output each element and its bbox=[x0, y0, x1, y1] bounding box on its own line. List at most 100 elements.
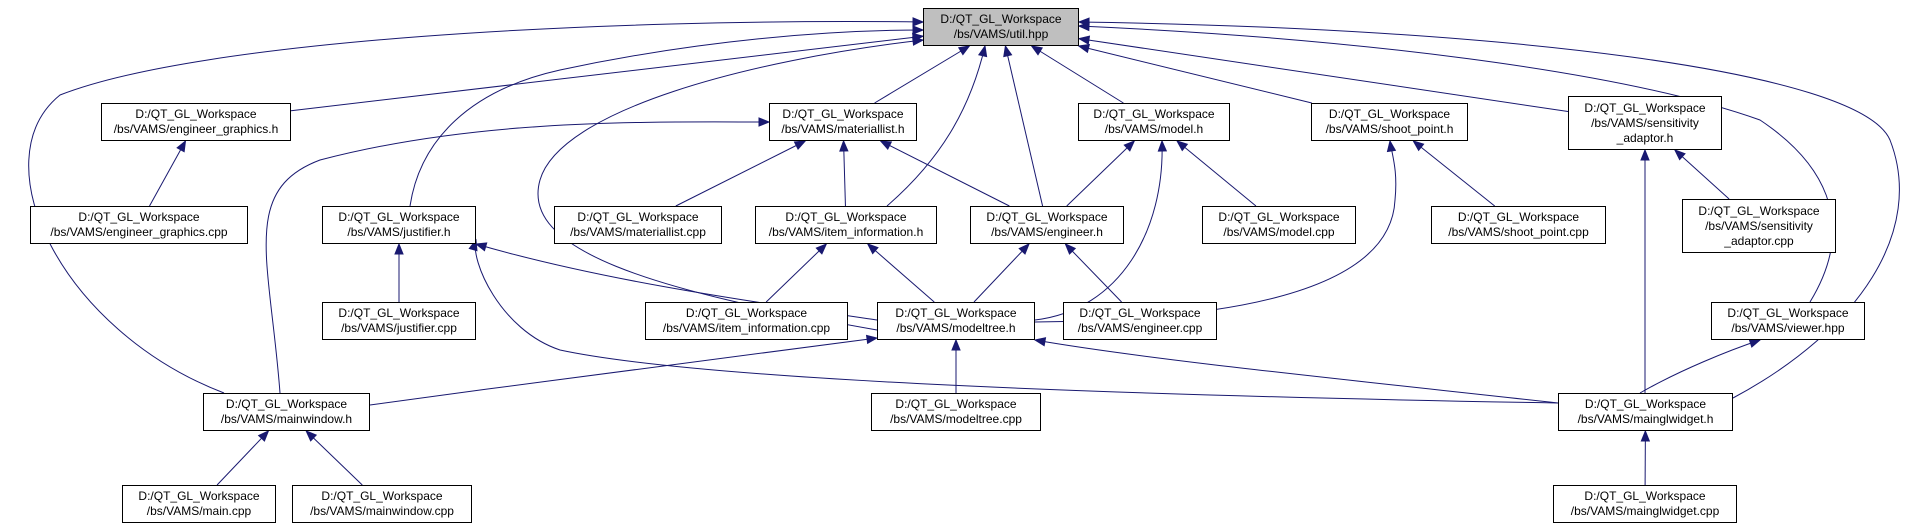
node-label-line: _adaptor.cpp bbox=[1724, 233, 1794, 248]
node-label-line: /bs/VAMS/materiallist.cpp bbox=[570, 225, 706, 239]
edge-engineer_h-to-util bbox=[1003, 44, 1044, 207]
node-label-line: /bs/VAMS/modeltree.h bbox=[896, 321, 1016, 335]
node-label-line: D:/QT_GL_Workspace bbox=[1079, 306, 1201, 320]
node-label-line: D:/QT_GL_Workspace bbox=[1093, 107, 1215, 121]
edge-item_information_h-to-materiallist_h bbox=[839, 139, 849, 207]
node-label-line: /bs/VAMS/viewer.hpp bbox=[1731, 321, 1845, 335]
edge-engineer_graphics_cpp-to-engineer_graphics_h bbox=[149, 139, 187, 207]
node-sensitivity-adaptor-cpp[interactable]: D:/QT_GL_Workspace/bs/VAMS/sensitivity_a… bbox=[1682, 199, 1836, 253]
node-item-information-cpp[interactable]: D:/QT_GL_Workspace/bs/VAMS/item_informat… bbox=[645, 302, 848, 340]
node-shoot-point-h[interactable]: D:/QT_GL_Workspace/bs/VAMS/shoot_point.h bbox=[1311, 103, 1468, 141]
node-mainwindow-cpp[interactable]: D:/QT_GL_Workspace/bs/VAMS/mainwindow.cp… bbox=[292, 485, 472, 523]
node-label-line: D:/QT_GL_Workspace bbox=[78, 210, 200, 224]
edge-mainwindow_h-to-util bbox=[28, 17, 925, 394]
node-label-line: /bs/VAMS/main.cpp bbox=[146, 504, 252, 518]
node-label-line: /bs/VAMS/shoot_point.h bbox=[1325, 122, 1454, 136]
node-label-line: D:/QT_GL_Workspace bbox=[577, 210, 699, 224]
node-label-line: /bs/VAMS/materiallist.h bbox=[781, 122, 905, 136]
node-label-line: /bs/VAMS/engineer_graphics.cpp bbox=[50, 225, 228, 239]
node-label-line: /bs/VAMS/modeltree.cpp bbox=[890, 412, 1022, 426]
node-model-h[interactable]: D:/QT_GL_Workspace/bs/VAMS/model.h bbox=[1078, 103, 1230, 141]
edge-justifier_cpp-to-justifier_h bbox=[394, 242, 404, 302]
node-label-line: D:/QT_GL_Workspace bbox=[895, 397, 1017, 411]
node-viewer-hpp[interactable]: D:/QT_GL_Workspace/bs/VAMS/viewer.hpp bbox=[1711, 302, 1865, 340]
node-label-line: _adaptor.h bbox=[1616, 130, 1674, 145]
node-label-line: /bs/VAMS/engineer.h bbox=[991, 225, 1103, 239]
node-item-information-h[interactable]: D:/QT_GL_Workspace/bs/VAMS/item_informat… bbox=[755, 206, 937, 244]
node-label-line: /bs/VAMS/engineer.cpp bbox=[1077, 321, 1203, 335]
edge-materiallist_cpp-to-materiallist_h bbox=[675, 140, 807, 207]
node-materiallist-h[interactable]: D:/QT_GL_Workspace/bs/VAMS/materiallist.… bbox=[769, 103, 917, 141]
node-label-line: /bs/VAMS/mainglwidget.h bbox=[1577, 412, 1714, 426]
edge-modeltree_h-to-item_information_h bbox=[866, 243, 935, 303]
node-label-line: D:/QT_GL_Workspace bbox=[895, 306, 1017, 320]
node-label-line: D:/QT_GL_Workspace bbox=[1457, 210, 1580, 224]
edge-sensitivity_adaptor_h-to-util bbox=[1077, 35, 1569, 113]
edge-mainglwidget_h-to-sensitivity_adaptor_h bbox=[1640, 148, 1650, 393]
edge-mainglwidget_cpp-to-mainglwidget_h bbox=[1640, 429, 1651, 486]
node-engineer-graphics-h[interactable]: D:/QT_GL_Workspace/bs/VAMS/engineer_grap… bbox=[101, 103, 291, 141]
node-label-line: /bs/VAMS/justifier.cpp bbox=[341, 321, 457, 335]
edge-mainglwidget_h-to-util bbox=[1077, 17, 1900, 399]
node-label-line: D:/QT_GL_Workspace bbox=[1328, 107, 1451, 121]
edge-justifier_h-to-util bbox=[409, 25, 925, 207]
node-justifier-cpp[interactable]: D:/QT_GL_Workspace/bs/VAMS/justifier.cpp bbox=[322, 302, 476, 340]
node-label-line: D:/QT_GL_Workspace bbox=[338, 306, 460, 320]
edge-modeltree_h-to-util bbox=[537, 36, 925, 331]
node-sensitivity-adaptor-h[interactable]: D:/QT_GL_Workspace/bs/VAMS/sensitivity_a… bbox=[1568, 96, 1722, 150]
edge-mainwindow_h-to-materiallist_h bbox=[265, 117, 771, 394]
node-main-cpp[interactable]: D:/QT_GL_Workspace/bs/VAMS/main.cpp bbox=[122, 485, 276, 523]
node-modeltree-cpp[interactable]: D:/QT_GL_Workspace/bs/VAMS/modeltree.cpp bbox=[871, 393, 1041, 431]
node-label-line: D:/QT_GL_Workspace bbox=[338, 210, 460, 224]
node-label-line: /bs/VAMS/shoot_point.cpp bbox=[1448, 225, 1589, 239]
node-label-line: /bs/VAMS/justifier.h bbox=[347, 225, 451, 239]
edge-modeltree_h-to-engineer_h bbox=[973, 243, 1030, 303]
node-label-line: D:/QT_GL_Workspace bbox=[1727, 306, 1849, 320]
node-label-line: D:/QT_GL_Workspace bbox=[225, 397, 348, 411]
node-model-cpp[interactable]: D:/QT_GL_Workspace/bs/VAMS/model.cpp bbox=[1202, 206, 1356, 244]
edge-main_cpp-to-mainwindow_h bbox=[216, 430, 270, 486]
node-materiallist-cpp[interactable]: D:/QT_GL_Workspace/bs/VAMS/materiallist.… bbox=[554, 206, 722, 244]
node-label-line: D:/QT_GL_Workspace bbox=[1584, 397, 1707, 411]
node-mainwindow-h[interactable]: D:/QT_GL_Workspace/bs/VAMS/mainwindow.h bbox=[203, 393, 370, 431]
node-label-line: D:/QT_GL_Workspace bbox=[785, 210, 907, 224]
edge-shoot_point_h-to-util bbox=[1077, 43, 1312, 104]
node-label-line: /bs/VAMS/item_information.cpp bbox=[662, 321, 831, 335]
node-label-line: D:/QT_GL_Workspace bbox=[138, 489, 260, 503]
edge-mainwindow_cpp-to-mainwindow_h bbox=[305, 430, 363, 486]
node-util[interactable]: D:/QT_GL_Workspace/bs/VAMS/util.hpp bbox=[923, 8, 1079, 46]
node-engineer-cpp[interactable]: D:/QT_GL_Workspace/bs/VAMS/engineer.cpp bbox=[1063, 302, 1217, 340]
node-label-line: /bs/VAMS/engineer_graphics.h bbox=[113, 122, 279, 136]
node-label-line: D:/QT_GL_Workspace bbox=[1584, 489, 1706, 503]
edge-engineer_h-to-model_h bbox=[1066, 140, 1136, 207]
edge-viewer_hpp-to-util bbox=[1077, 21, 1834, 303]
node-mainglwidget-h[interactable]: D:/QT_GL_Workspace/bs/VAMS/mainglwidget.… bbox=[1558, 393, 1733, 431]
node-label-line: /bs/VAMS/mainglwidget.cpp bbox=[1570, 504, 1720, 518]
node-modeltree-h[interactable]: D:/QT_GL_Workspace/bs/VAMS/modeltree.h bbox=[877, 302, 1035, 340]
edge-model_cpp-to-model_h bbox=[1176, 140, 1257, 207]
edge-item_information_h-to-util bbox=[886, 44, 988, 207]
node-label-line: /bs/VAMS/mainwindow.cpp bbox=[310, 504, 454, 518]
node-label-line: /bs/VAMS/mainwindow.h bbox=[220, 412, 353, 426]
node-mainglwidget-cpp[interactable]: D:/QT_GL_Workspace/bs/VAMS/mainglwidget.… bbox=[1553, 485, 1737, 523]
edge-mainglwidget_h-to-modeltree_h bbox=[1033, 337, 1559, 404]
edge-mainglwidget_h-to-viewer_hpp bbox=[1639, 338, 1762, 394]
node-label-line: D:/QT_GL_Workspace bbox=[135, 107, 257, 121]
edge-shoot_point_cpp-to-shoot_point_h bbox=[1412, 140, 1496, 207]
node-label-line: /bs/VAMS/model.h bbox=[1104, 122, 1204, 136]
node-label-line: D:/QT_GL_Workspace bbox=[782, 107, 904, 121]
node-label-line: D:/QT_GL_Workspace bbox=[1584, 100, 1706, 115]
node-label-line: D:/QT_GL_Workspace bbox=[986, 210, 1108, 224]
node-engineer-graphics-cpp[interactable]: D:/QT_GL_Workspace/bs/VAMS/engineer_grap… bbox=[30, 206, 248, 244]
edge-engineer_cpp-to-engineer_h bbox=[1064, 243, 1122, 303]
node-engineer-h[interactable]: D:/QT_GL_Workspace/bs/VAMS/engineer.h bbox=[970, 206, 1124, 244]
node-label-line: D:/QT_GL_Workspace bbox=[321, 489, 443, 503]
edge-materiallist_h-to-util bbox=[874, 45, 971, 104]
node-justifier-h[interactable]: D:/QT_GL_Workspace/bs/VAMS/justifier.h bbox=[322, 206, 476, 244]
node-label-line: D:/QT_GL_Workspace bbox=[1218, 210, 1340, 224]
node-label-line: /bs/VAMS/model.cpp bbox=[1223, 225, 1335, 239]
node-shoot-point-cpp[interactable]: D:/QT_GL_Workspace/bs/VAMS/shoot_point.c… bbox=[1431, 206, 1606, 244]
node-label-line: D:/QT_GL_Workspace bbox=[940, 12, 1062, 26]
